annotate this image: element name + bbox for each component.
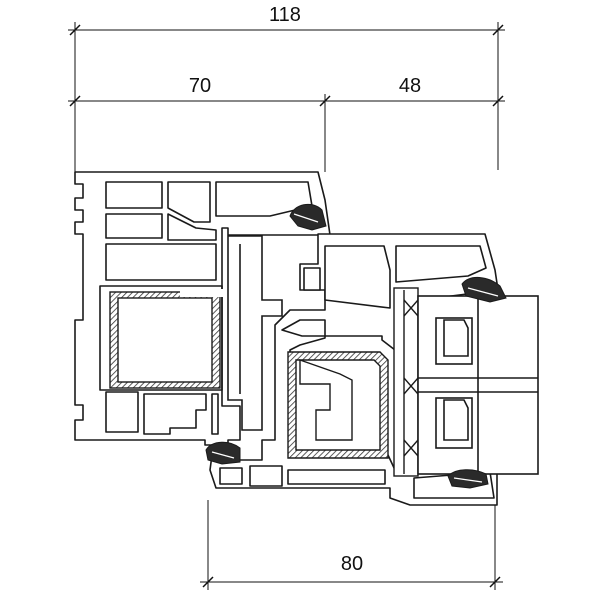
glass-unit xyxy=(417,295,539,475)
dimension-total-width: 118 xyxy=(68,4,505,172)
frame-reinforcement xyxy=(109,289,224,389)
frame-gasket-top xyxy=(289,203,327,231)
glazing-gasket-top xyxy=(461,277,507,303)
dimension-label-80: 80 xyxy=(341,553,363,575)
glazing-gasket-bottom xyxy=(447,469,489,489)
sash-reinforcement xyxy=(287,351,389,459)
dimension-label-70: 70 xyxy=(189,75,211,97)
dimension-frame-width: 70 xyxy=(68,75,505,172)
dimension-sash-projection: 48 xyxy=(399,75,504,107)
glazing-bead xyxy=(393,287,419,477)
dimension-label-118: 118 xyxy=(269,4,301,26)
dimension-label-48: 48 xyxy=(399,75,421,97)
dimension-sash-width: 80 xyxy=(200,500,503,590)
frame-sash-connector xyxy=(227,235,283,431)
frame-gasket-bottom xyxy=(205,441,241,465)
gaskets xyxy=(205,203,507,489)
